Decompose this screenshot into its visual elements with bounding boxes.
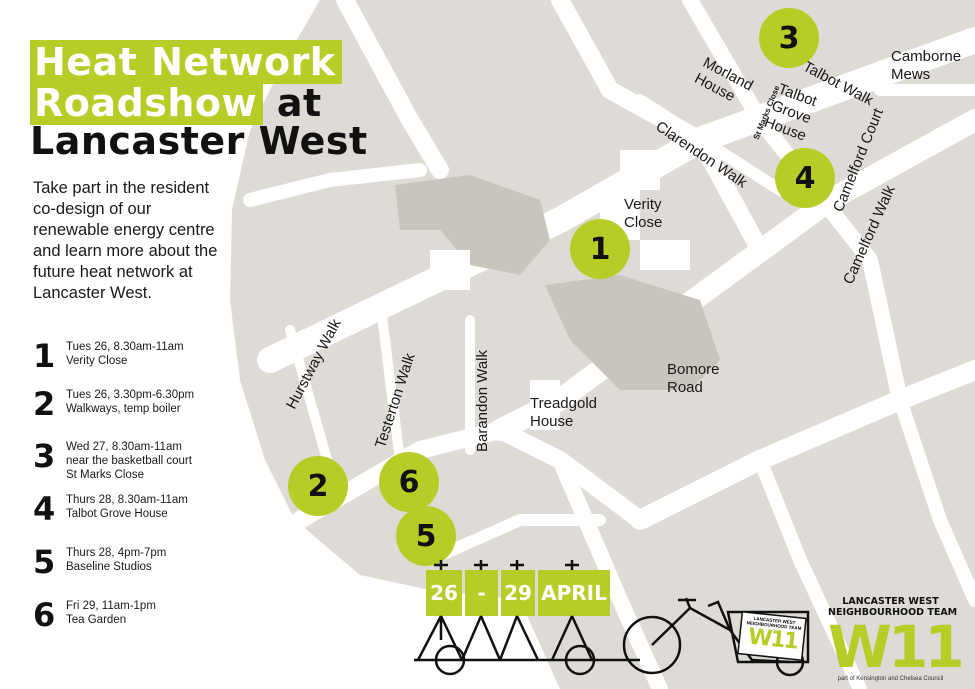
map-marker-4[interactable]: 4 bbox=[775, 148, 835, 208]
schedule-time: Tues 26, 3.30pm-6.30pm bbox=[66, 389, 195, 401]
date-end: 29 bbox=[501, 570, 535, 616]
logo-line2: NEIGHBOURHOOD TEAM bbox=[828, 607, 958, 618]
schedule-time: Wed 27, 8.30am-11am bbox=[66, 441, 182, 453]
schedule-time: Fri 29, 11am-1pm bbox=[66, 600, 156, 612]
schedule-number: 3 bbox=[33, 437, 56, 475]
schedule-location: Verity Close bbox=[66, 355, 128, 367]
schedule-location-detail: St Marks Close bbox=[66, 469, 144, 481]
date-dash: - bbox=[465, 570, 498, 616]
schedule-time: Tues 26, 8.30am-11am bbox=[66, 341, 184, 353]
title-highlight-2: Roadshow bbox=[30, 81, 264, 125]
schedule-number: 6 bbox=[33, 596, 56, 634]
place-treadgold-house: Treadgold House bbox=[530, 395, 597, 430]
schedule-location: Baseline Studios bbox=[66, 561, 152, 573]
schedule-location: near the basketball court bbox=[66, 455, 192, 467]
map-buildings bbox=[395, 150, 720, 430]
schedule-location: Tea Garden bbox=[66, 614, 127, 626]
schedule-number: 4 bbox=[33, 490, 56, 528]
schedule-time: Thurs 28, 8.30am-11am bbox=[66, 494, 188, 506]
title-line-1: Heat Network bbox=[30, 40, 342, 84]
neighbourhood-team-logo: LANCASTER WEST NEIGHBOURHOOD TEAM W11 pa… bbox=[828, 596, 965, 682]
map-marker-6[interactable]: 6 bbox=[379, 452, 439, 512]
map-marker-2[interactable]: 2 bbox=[288, 456, 348, 516]
map-marker-1[interactable]: 1 bbox=[570, 219, 630, 279]
place-bomore-road: Bomore Road bbox=[667, 361, 720, 396]
title-at: at bbox=[276, 81, 322, 125]
schedule-number: 5 bbox=[33, 543, 56, 581]
place-verity-close: Verity Close bbox=[624, 196, 663, 231]
date-start: 26 bbox=[426, 570, 462, 616]
schedule-number: 1 bbox=[33, 337, 56, 375]
schedule-item-3: 3 Wed 27, 8.30am-11am near the basketball… bbox=[33, 437, 253, 481]
intro-text: Take part in the resident co-design of o… bbox=[33, 179, 218, 302]
logo-mark: W11 bbox=[828, 613, 965, 681]
title-highlight-1: Heat Network bbox=[30, 40, 342, 84]
schedule-time: Thurs 28, 4pm-7pm bbox=[66, 547, 167, 559]
title-line-2: Roadshow at bbox=[30, 81, 322, 125]
date-month: APRIL bbox=[538, 570, 610, 616]
logo-subtitle: part of Kensington and Chelsea Council bbox=[837, 676, 944, 682]
schedule-location: Walkways, temp boiler bbox=[66, 403, 181, 415]
schedule-number: 2 bbox=[33, 385, 56, 423]
schedule-location: Talbot Grove House bbox=[66, 508, 168, 520]
place-camborne-mews: Camborne Mews bbox=[891, 48, 962, 83]
cart-sign: LANCASTER WEST NEIGHBOURHOOD TEAM W11 bbox=[740, 615, 805, 655]
map-marker-5[interactable]: 5 bbox=[396, 506, 456, 566]
map-marker-3[interactable]: 3 bbox=[759, 8, 819, 68]
logo-line1: LANCASTER WEST bbox=[842, 596, 939, 607]
title-line-3: Lancaster West bbox=[30, 119, 368, 163]
